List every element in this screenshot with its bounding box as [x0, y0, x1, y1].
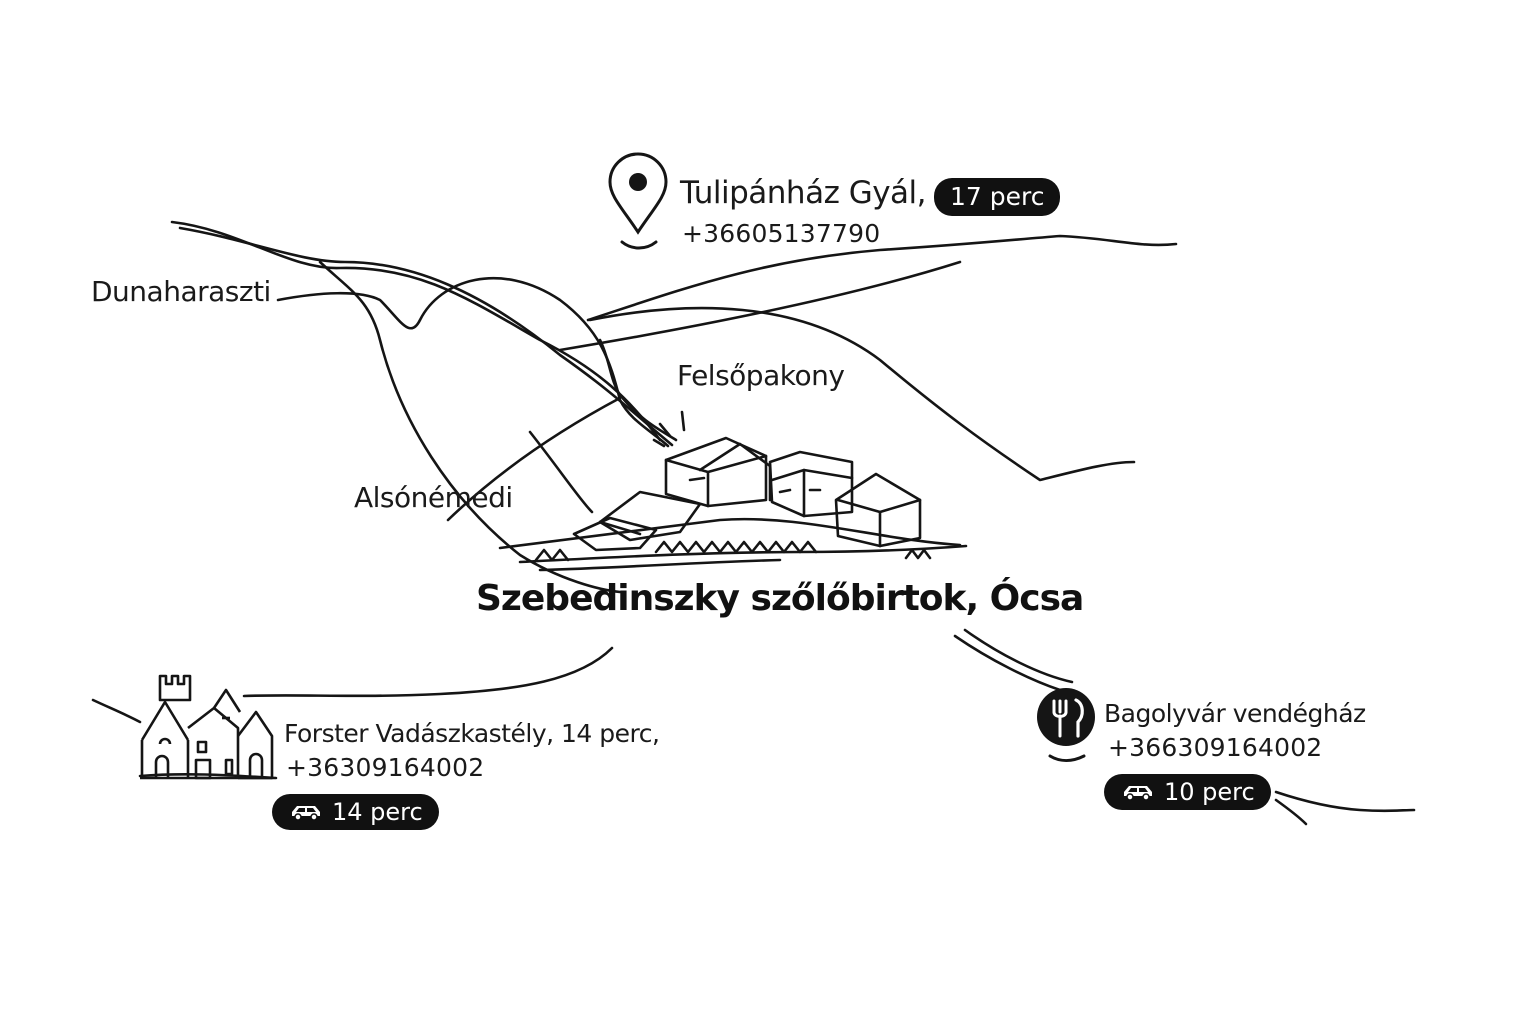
place-label-felsopakony: Felsőpakony: [677, 359, 845, 392]
poi-tulipanhaz-time: 17 perc: [950, 182, 1045, 211]
map-pin-icon: [608, 152, 668, 250]
village-houses: [498, 410, 968, 572]
roads: [91, 220, 1416, 826]
car-icon: [1124, 786, 1152, 801]
poi-forster-name: Forster Vadászkastély, 14 perc,: [284, 719, 660, 748]
car-icon: [292, 806, 320, 821]
poi-forster-time: 14 perc: [332, 798, 423, 826]
poi-forster-time-badge: 14 perc: [272, 794, 439, 830]
poi-bagolyvar-time: 10 perc: [1164, 778, 1255, 806]
poi-bagolyvar-phone: +366309164002: [1108, 733, 1323, 762]
poi-bagolyvar-name: Bagolyvár vendégház: [1104, 699, 1366, 728]
poi-tulipanhaz-phone: +36605137790: [682, 219, 881, 248]
place-label-alsonemedi: Alsónémedi: [354, 481, 513, 514]
restaurant-icon: [1037, 688, 1095, 762]
poi-tulipanhaz-name: Tulipánház Gyál,: [680, 175, 927, 211]
map-title: Szebedinszky szőlőbirtok, Ócsa: [476, 578, 1084, 619]
place-label-dunaharaszti: Dunaharaszti: [91, 275, 271, 308]
castle-icon: [140, 674, 274, 780]
poi-tulipanhaz-time-badge: 17 perc: [934, 178, 1061, 216]
poi-bagolyvar-time-badge: 10 perc: [1104, 774, 1271, 810]
poi-forster-phone: +36309164002: [286, 753, 485, 782]
